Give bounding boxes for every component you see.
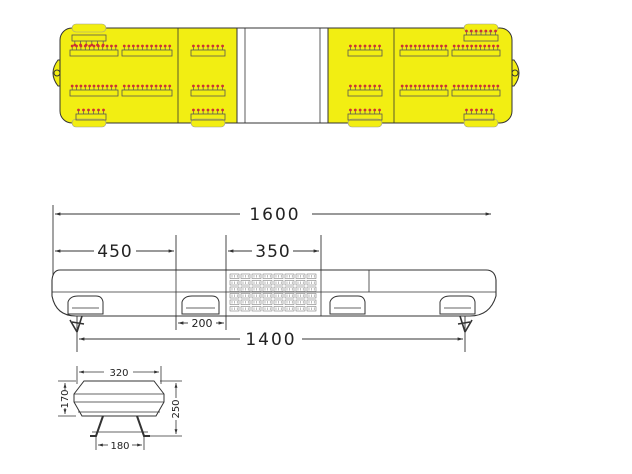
dim-total-height: 250	[171, 399, 182, 418]
led-module	[399, 44, 449, 57]
corner-pad-mr-b	[347, 118, 383, 128]
dim-total-length: 1600	[249, 205, 300, 225]
dim-bracket-span: 1400	[245, 330, 296, 350]
dim-light-offset: 200	[192, 317, 213, 330]
dim-base-width: 180	[110, 441, 129, 452]
corner-pad-bl	[71, 118, 107, 128]
led-module	[190, 108, 226, 121]
led-module	[69, 84, 119, 97]
led-module	[451, 84, 501, 97]
led-module	[121, 44, 173, 57]
clear-center-section	[236, 27, 329, 124]
led-module	[399, 84, 449, 97]
side-view: 320 170 250 180	[58, 366, 182, 452]
corner-pad-tl	[71, 23, 107, 33]
led-module	[190, 84, 226, 97]
dim-center-length: 350	[255, 242, 290, 262]
led-module	[347, 108, 383, 121]
led-module	[69, 44, 119, 57]
led-module	[463, 29, 499, 42]
led-module	[75, 108, 107, 121]
side-profile-body	[73, 380, 165, 417]
lens-pod-2	[181, 295, 220, 315]
led-modules	[69, 29, 501, 121]
led-module	[463, 108, 495, 121]
center-led-grid	[229, 273, 317, 312]
top-view	[52, 23, 520, 128]
led-module	[121, 84, 173, 97]
led-module	[347, 44, 383, 57]
corner-pad-br	[463, 118, 499, 128]
front-bar-body	[51, 269, 497, 317]
lens-pod-1	[67, 295, 104, 315]
led-module	[347, 84, 383, 97]
lens-pod-3	[329, 295, 366, 315]
led-module	[190, 44, 226, 57]
bracket-right	[457, 315, 473, 333]
bracket-left	[69, 315, 85, 333]
front-view: 1600 450 350	[51, 205, 497, 352]
lens-pod-4	[439, 295, 476, 315]
side-bracket	[90, 415, 150, 437]
dim-body-height: 170	[60, 389, 71, 408]
corner-pad-ml-b	[190, 118, 226, 128]
led-module	[451, 44, 501, 57]
dim-top-width: 320	[109, 368, 128, 379]
dim-section-length: 450	[97, 242, 132, 262]
